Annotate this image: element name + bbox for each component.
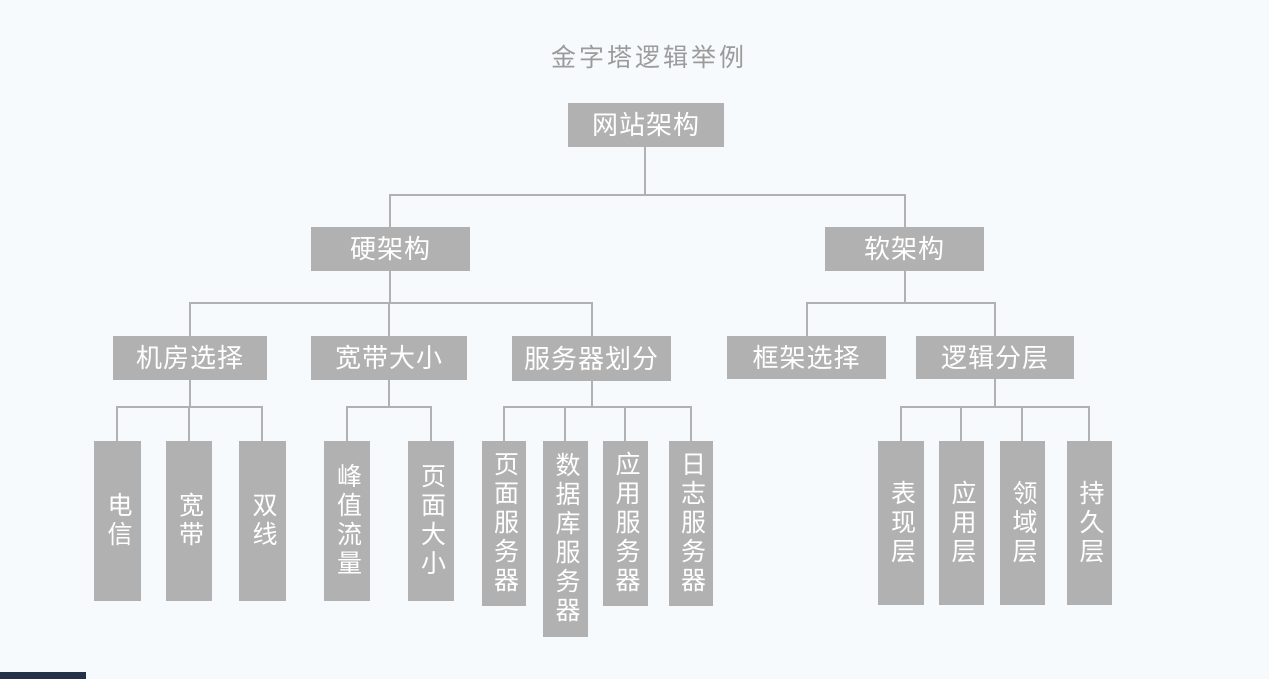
connector-line xyxy=(564,406,566,442)
connector-line xyxy=(624,406,626,442)
connector-line xyxy=(904,271,906,304)
connector-line xyxy=(189,302,593,304)
connector-line xyxy=(806,302,996,304)
diagram-title: 金字塔逻辑举例 xyxy=(550,44,747,72)
connector-line xyxy=(346,406,348,442)
node-server-division: 服务器划分 xyxy=(512,336,671,381)
node-framework-selection: 框架选择 xyxy=(727,336,886,379)
node-dual-line: 双线 xyxy=(239,441,286,601)
connector-line xyxy=(994,302,996,337)
node-peak-traffic: 峰值流量 xyxy=(324,441,370,601)
connector-line xyxy=(591,302,593,337)
connector-line xyxy=(189,380,191,408)
node-database-server: 数据库服务器 xyxy=(543,441,588,637)
node-soft-architecture: 软架构 xyxy=(825,227,984,271)
node-page-server: 页面服务器 xyxy=(482,441,526,606)
connector-line xyxy=(389,271,391,304)
node-logic-layering: 逻辑分层 xyxy=(916,336,1074,379)
connector-line xyxy=(346,406,432,408)
node-broadband: 宽带 xyxy=(166,441,212,601)
connector-line xyxy=(690,406,692,442)
node-presentation-layer: 表现层 xyxy=(878,441,924,605)
connector-line xyxy=(388,302,390,337)
connector-line xyxy=(116,406,118,442)
node-hard-architecture: 硬架构 xyxy=(311,227,470,271)
connector-line xyxy=(389,194,391,228)
connector-line xyxy=(960,406,962,442)
node-page-size: 页面大小 xyxy=(408,441,454,601)
connector-line xyxy=(389,194,906,196)
node-domain-layer: 领域层 xyxy=(1000,441,1045,605)
node-app-server: 应用服务器 xyxy=(603,441,648,606)
connector-line xyxy=(503,406,692,408)
connector-line xyxy=(261,406,263,442)
connector-line xyxy=(994,379,996,408)
connector-line xyxy=(806,302,808,337)
connector-line xyxy=(188,406,190,442)
node-persistence-layer: 持久层 xyxy=(1067,441,1112,605)
connector-line xyxy=(503,406,505,442)
connector-line xyxy=(430,406,432,442)
node-website-architecture: 网站架构 xyxy=(568,103,724,147)
connector-line xyxy=(904,194,906,228)
connector-line xyxy=(591,380,593,408)
node-application-layer: 应用层 xyxy=(939,441,984,605)
bottom-left-bar xyxy=(0,672,86,679)
connector-line xyxy=(189,302,191,337)
connector-line xyxy=(644,147,646,196)
connector-line xyxy=(1088,406,1090,442)
node-telecom: 电信 xyxy=(94,441,141,601)
connector-line xyxy=(388,380,390,408)
node-datacenter-selection: 机房选择 xyxy=(113,336,267,380)
connector-line xyxy=(900,406,902,442)
node-log-server: 日志服务器 xyxy=(669,441,713,606)
node-bandwidth-size: 宽带大小 xyxy=(311,336,467,380)
connector-line xyxy=(900,406,1090,408)
connector-line xyxy=(1021,406,1023,442)
